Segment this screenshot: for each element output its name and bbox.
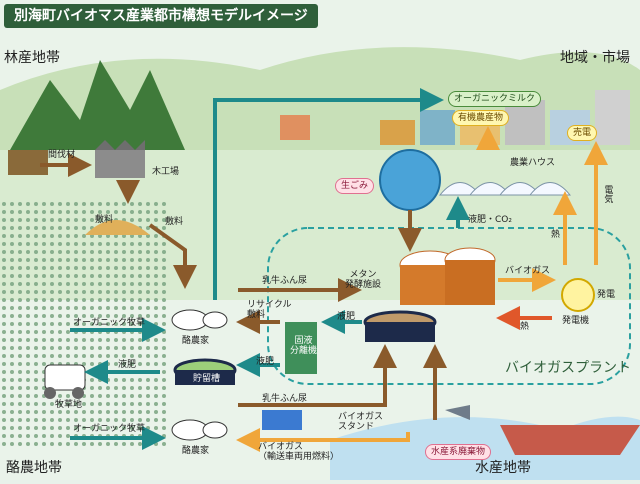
label-heat-2: 熱 <box>520 322 530 332</box>
region-fishery: 水産地帯 <box>475 460 531 476</box>
arrow-milk-to-city <box>213 88 444 300</box>
label-thinning: 間伐材 <box>48 150 76 160</box>
label-biogas-station: バイオガス スタンド <box>338 412 384 433</box>
truck-icon <box>262 410 302 430</box>
label-biogas-1: バイオガス <box>505 266 551 276</box>
region-plant: バイオガスプラント <box>505 360 631 376</box>
label-liquid-2: 液肥 <box>118 360 137 370</box>
label-biogas-fuel: バイオガス （輸送車両用燃料） <box>258 442 340 463</box>
storage-tank-shape <box>363 310 437 342</box>
label-generator: 発電 <box>597 290 616 300</box>
label-organic-pasture-2: オーガニック牧草 <box>73 424 146 434</box>
label-sawdust-2: 敷料 <box>165 217 184 227</box>
separator-box <box>285 322 317 374</box>
region-city: 地域・市場 <box>560 50 630 66</box>
fish-icon <box>445 405 470 420</box>
pasture-pattern <box>0 200 170 450</box>
label-manure-1: 乳牛ふん尿 <box>262 276 308 286</box>
arrow-manure2-to-digester <box>238 344 397 407</box>
food-waste-bin <box>379 149 441 211</box>
fishing-boat-icon <box>500 425 640 455</box>
label-dairy-farm-2: 酪農家 <box>182 446 210 456</box>
label-organic-pasture-1: オーガニック牧草 <box>73 318 146 328</box>
label-food-waste: 生ごみ <box>335 178 375 194</box>
label-storage-tank: 貯留槽 <box>193 374 221 384</box>
label-manure-2: 乳牛ふん尿 <box>262 394 308 404</box>
label-heat-1: 熱 <box>551 230 561 240</box>
region-dairy: 酪農地帯 <box>6 460 62 476</box>
lumber-mill-building <box>95 140 145 178</box>
label-methane-digester: メタン 発酵施設 <box>345 270 382 291</box>
label-sawdust-1: 敷料 <box>95 215 114 225</box>
label-greenhouse: 農業ハウス <box>510 158 556 168</box>
forest-illustration <box>8 60 185 175</box>
lightbulb-icon <box>561 278 595 312</box>
label-recycle-bedding: リサイクル 敷料 <box>247 300 292 321</box>
label-organic-produce: 有機農産物 <box>452 110 510 126</box>
sawdust-pile <box>85 220 150 235</box>
label-organic-milk: オーガニックミルク <box>448 91 542 107</box>
arrow-sawdust-to-farm <box>148 223 197 289</box>
cow-icons-1 <box>171 309 228 331</box>
label-electricity: 電気 <box>602 185 613 203</box>
label-separator: 固液 分離機 <box>290 336 318 357</box>
page-title: 別海町バイオマス産業都市構想モデルイメージ <box>4 4 318 28</box>
biogas-plant-boundary <box>267 227 631 385</box>
liquid-tank-shape <box>173 358 237 385</box>
label-dairy-farm-1: 酪農家 <box>182 336 210 346</box>
label-liquid-1: 液肥 <box>337 312 356 322</box>
greenhouses <box>438 182 572 196</box>
label-liquid-3: 液肥 <box>256 357 275 367</box>
region-forest: 林産地帯 <box>4 50 60 66</box>
label-lumber-mill: 木工場 <box>152 167 180 177</box>
label-power-sale: 売電 <box>567 125 598 141</box>
label-fishery-waste: 水産系廃棄物 <box>425 444 492 460</box>
tractor-icon <box>44 364 86 399</box>
methane-digester <box>399 247 496 305</box>
label-liquid-co2: 液肥・CO₂ <box>468 215 512 225</box>
cow-icons-2 <box>171 419 228 441</box>
arrow-biogas-fuel <box>236 428 410 452</box>
label-generator-2: 発電機 <box>562 316 590 326</box>
label-pasture: 牧草地 <box>55 400 83 410</box>
